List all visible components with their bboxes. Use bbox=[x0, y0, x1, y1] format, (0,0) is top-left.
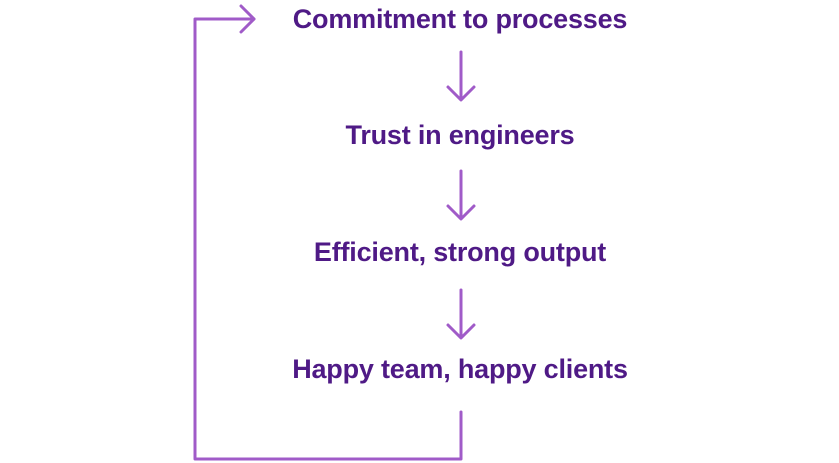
step-efficient-strong-output: Efficient, strong output bbox=[313, 237, 607, 267]
down-arrow-icon bbox=[446, 169, 476, 221]
step-happy-team-happy-clients: Happy team, happy clients bbox=[292, 354, 628, 384]
step-commitment-to-processes: Commitment to processes bbox=[292, 4, 628, 34]
feedback-loop-arrow-icon bbox=[193, 4, 463, 461]
step-trust-in-engineers: Trust in engineers bbox=[345, 120, 575, 150]
down-arrow-icon bbox=[446, 288, 476, 340]
down-arrow-icon bbox=[446, 50, 476, 102]
